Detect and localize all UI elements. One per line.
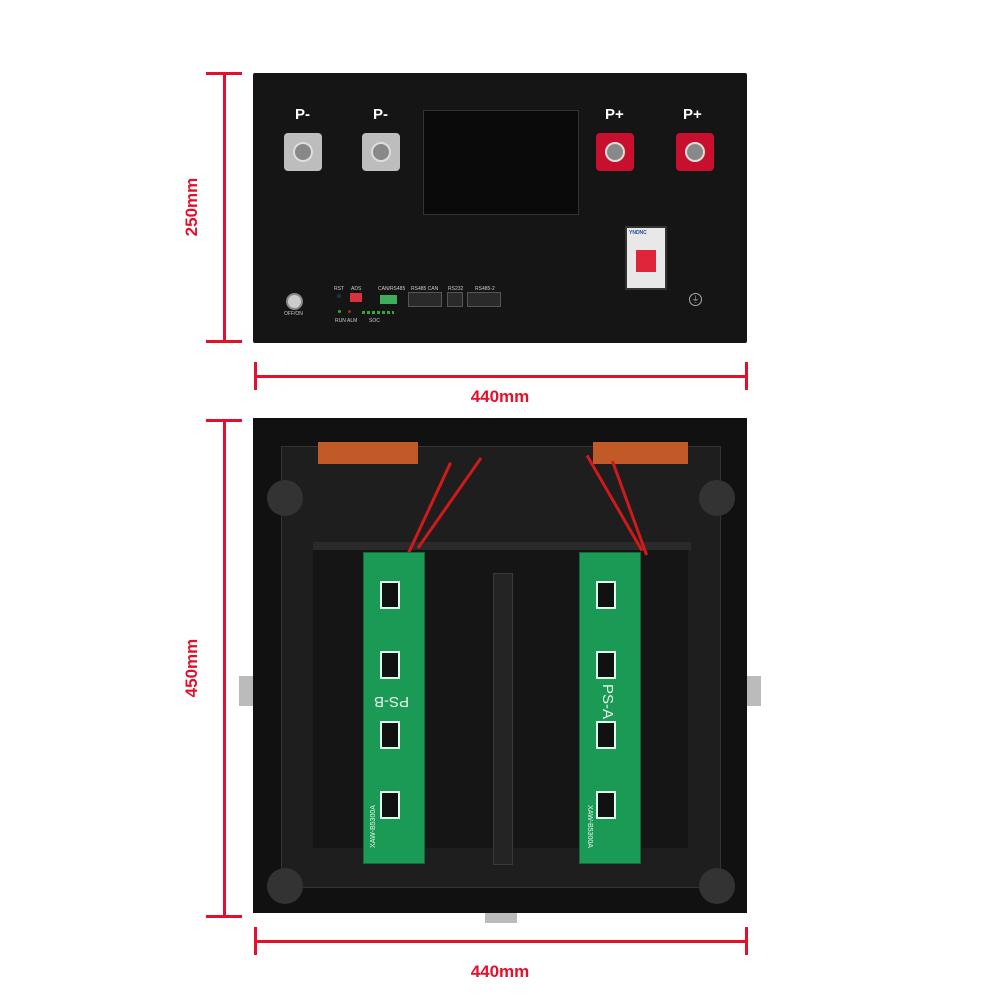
rs485-2-label: RS485-2 (475, 286, 495, 292)
negative-terminal (362, 133, 400, 171)
dimension-tick (206, 915, 242, 918)
soc-leds (362, 311, 394, 314)
rs485-can-label: RS485 CAN (411, 286, 439, 292)
can-rs485-label: CAN/RS485 (378, 286, 406, 292)
height-dimension-line-top (223, 73, 226, 343)
positive-terminal (676, 133, 714, 171)
soc-label: SOC (369, 318, 380, 324)
side-latch-right[interactable] (747, 676, 761, 706)
rs232-port[interactable] (447, 292, 463, 307)
corner-hole (267, 868, 303, 904)
balance-board-left: PS-B XAW-B5300A (363, 552, 425, 864)
terminal-label: P+ (683, 106, 702, 123)
negative-terminal (284, 133, 322, 171)
height-dimension-line-bottom (223, 420, 226, 917)
dimension-tick (745, 927, 748, 955)
rs485-2-port[interactable] (467, 292, 501, 307)
crossbar (313, 542, 691, 550)
dimension-tick (745, 362, 748, 390)
reset-label: RST (334, 286, 344, 292)
address-dip-switch[interactable] (350, 293, 362, 302)
width-dimension-line-top (255, 375, 747, 378)
rs232-label: RS232 (448, 286, 464, 292)
address-label: ADS (351, 286, 362, 292)
busbar (318, 442, 418, 464)
busbar (593, 442, 688, 464)
terminal-label: P- (373, 106, 388, 123)
terminal-label: P+ (605, 106, 624, 123)
alarm-label: ALM (347, 318, 358, 324)
corner-hole (699, 480, 735, 516)
run-label: RUN (335, 318, 346, 324)
board-label-left: PS-B (374, 693, 410, 710)
breaker-brand: YNDNC (629, 230, 647, 236)
balance-board-right: PS-A XAW-B5300A (579, 552, 641, 864)
ground-icon: ⏚ (689, 293, 702, 306)
dimension-tick (206, 419, 242, 422)
dimension-tick (206, 72, 242, 75)
top-height-label: 250mm (182, 177, 201, 237)
power-button[interactable] (286, 293, 303, 310)
rs485-can-port[interactable] (408, 292, 442, 307)
terminal-label: P- (295, 106, 310, 123)
corner-hole (267, 480, 303, 516)
breaker-switch[interactable] (636, 250, 656, 272)
can-rs485-connector[interactable] (380, 295, 397, 304)
width-dimension-line-bottom (255, 940, 747, 943)
bottom-height-label: 450mm (182, 638, 201, 698)
dimension-tick (254, 927, 257, 955)
battery-enclosure-interior: PS-B XAW-B5300A PS-A XAW-B5300A (239, 418, 761, 923)
power-button-label: OFF/ON (284, 311, 303, 317)
bottom-latch[interactable] (485, 913, 517, 923)
circuit-breaker[interactable]: YNDNC (625, 226, 667, 290)
board-model-right: XAW-B5300A (585, 805, 593, 848)
dimension-tick (206, 340, 242, 343)
front-panel: P- P- P+ P+ YNDNC ⏚ OFF/ON RST ADS CAN/R… (253, 73, 747, 343)
alarm-led (348, 310, 351, 313)
corner-hole (699, 868, 735, 904)
run-led (338, 310, 341, 313)
bottom-width-label: 440mm (470, 962, 530, 981)
dimension-tick (254, 362, 257, 390)
top-width-label: 440mm (470, 387, 530, 406)
board-label-right: PS-A (599, 683, 617, 720)
board-model-left: XAW-B5300A (369, 805, 377, 848)
positive-terminal (596, 133, 634, 171)
display-screen (423, 110, 579, 215)
center-divider (493, 573, 513, 865)
side-latch-left[interactable] (239, 676, 253, 706)
reset-button[interactable] (337, 294, 341, 298)
